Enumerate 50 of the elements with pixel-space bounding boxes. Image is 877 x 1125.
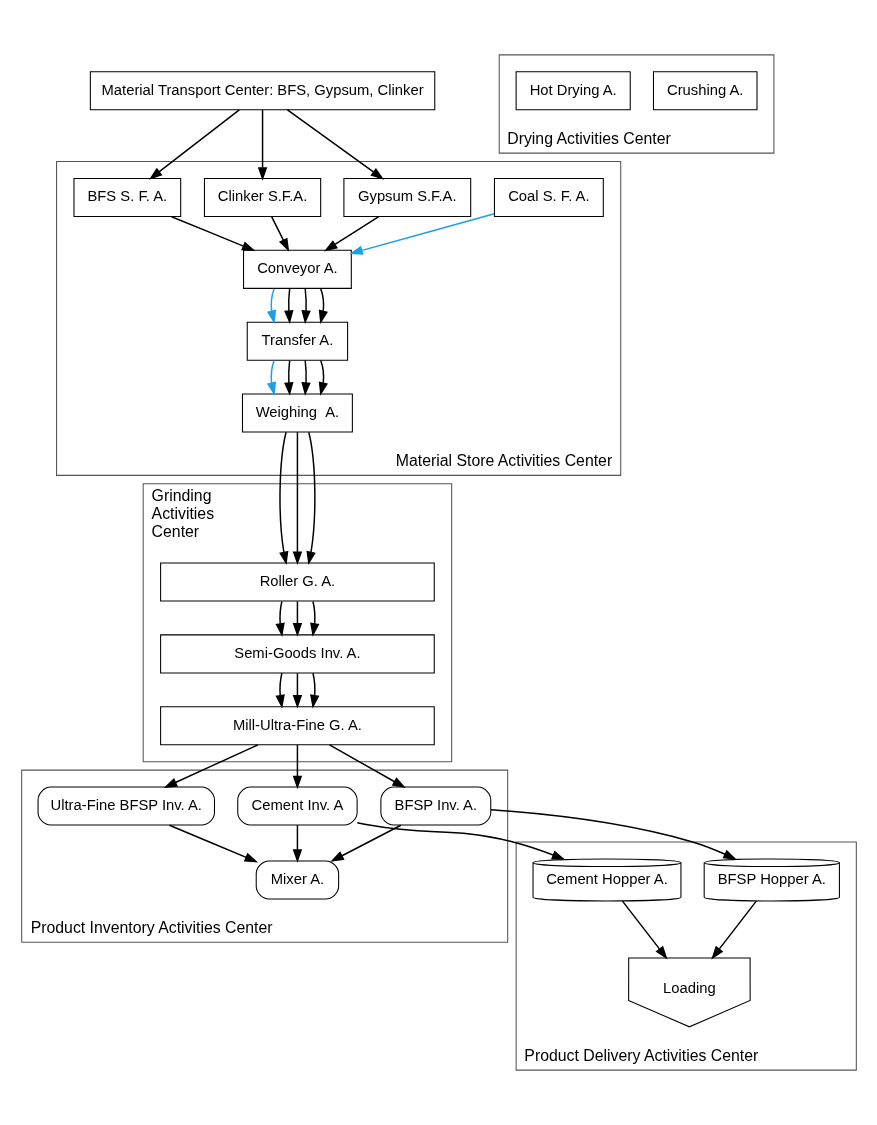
arrow [278,431,288,566]
arrow [356,821,565,860]
node-box: Hot Drying A. [515,71,631,111]
arrow [266,288,276,324]
arrow [309,672,319,709]
arrow [300,359,311,396]
arrow [170,215,255,252]
node-box: Mixer A. [255,860,339,900]
arrow [257,109,267,181]
arrow [283,288,293,324]
arrow [329,824,402,862]
node-box: Semi-Goods Inv. A. [159,634,435,674]
arrow [148,109,240,180]
node-box: BFS S. F. A. [72,177,181,218]
node-box: Ultra-Fine BFSP Inv. A. [37,786,215,826]
arrow [348,212,495,255]
arrow [328,744,406,789]
node-box: Material Transport Center: BFS, Gypsum, Clinker [89,71,435,111]
node-box: Weighing A. [241,393,353,433]
arrow [318,359,328,396]
node-box: Roller G. A. [159,562,435,602]
arrow [168,824,258,863]
arrow [274,600,285,637]
arrow [318,288,328,324]
arrow [300,288,311,324]
arrow [710,900,757,960]
arrow [305,431,316,566]
arrow [286,109,384,180]
node-box: Coal S. F. A. [493,177,604,218]
node-box: Transfer A. [246,321,348,361]
node-box: BFSP Inv. A. [379,786,491,826]
arrow [292,744,302,790]
arrow [323,215,379,252]
node-box: Crushing A. [652,71,758,111]
arrow [292,431,302,566]
node-box: Mill-Ultra-Fine G. A. [159,706,435,746]
arrow [621,900,668,960]
node-box: Conveyor A. [242,249,352,289]
node-box: Gypsum S.F.A. [342,177,471,218]
arrow [266,359,276,396]
node-box: Clinker S.F.A. [203,177,321,218]
arrow [274,672,285,709]
arrow [309,600,319,637]
node-box: Cement Inv. A [236,786,358,826]
arrow [292,672,302,709]
arrow [270,216,289,252]
arrow [283,359,293,396]
arrow [489,809,737,860]
arrow [292,600,302,637]
arrow [292,824,302,863]
